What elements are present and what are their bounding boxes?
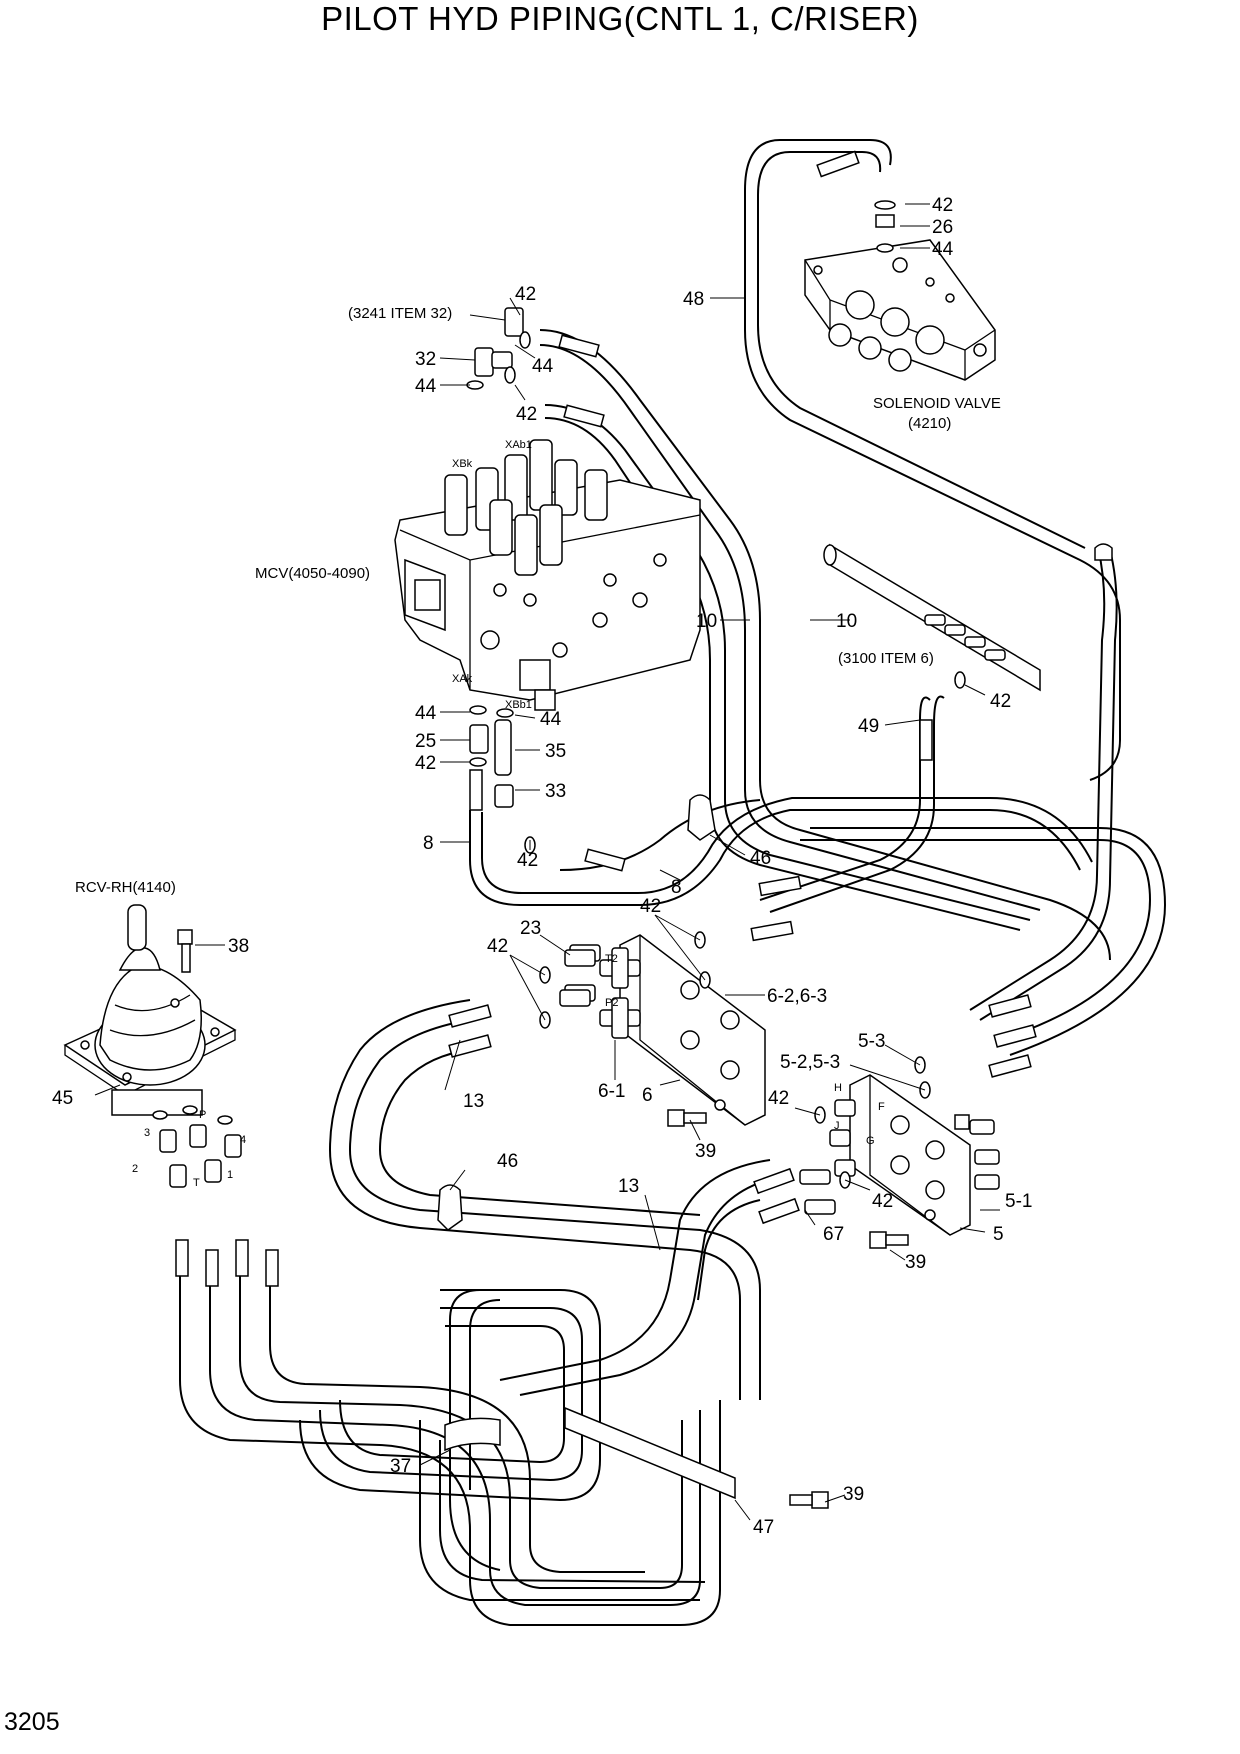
page-title: PILOT HYD PIPING(CNTL 1, C/RISER) [321,0,919,37]
misc-parts [152,307,1113,1509]
callout-46: 46 [497,1151,518,1172]
mcv-label: MCV(4050-4090) [255,565,370,582]
callout-45: 45 [52,1088,73,1109]
callout-8: 8 [423,833,434,854]
callout-13: 13 [618,1176,639,1197]
rcv-port-1: 1 [227,1169,233,1181]
rcv-port-t: T [193,1177,200,1189]
callout-42: 42 [516,404,537,425]
callout-38: 38 [228,936,249,957]
port-xab1: XAb1 [505,439,532,451]
callout-42: 42 [517,850,538,871]
solenoid-valve-label: SOLENOID VALVE [873,395,1001,412]
solenoid-top-fittings [874,200,896,253]
rcv-joystick [63,904,237,1116]
pressure-block-5 [829,1074,1000,1236]
callout-37: 37 [390,1456,411,1477]
component-labels: (3241 ITEM 32) SOLENOID VALVE (4210) MCV… [75,305,1001,896]
item-3100-label: (3100 ITEM 6) [838,650,934,667]
callout-42: 42 [768,1088,789,1109]
solenoid-valve-ref: (4210) [908,415,951,432]
page-number: 3205 [4,1708,60,1736]
part-callouts: 42 26 44 48 42 32 44 44 42 10 10 42 49 4… [52,195,1032,1538]
rcv-port-fittings [159,1124,242,1188]
callout-6-1: 6-1 [598,1081,625,1102]
callout-39: 39 [905,1252,926,1273]
rcv-port-2: 2 [132,1163,138,1175]
callout-32: 32 [415,349,436,370]
callout-39: 39 [695,1141,716,1162]
callout-10: 10 [696,611,717,632]
callout-5-3: 5-3 [858,1031,885,1052]
hose-fittings [175,150,1037,1287]
port-g: G [866,1135,875,1147]
callout-42: 42 [990,691,1011,712]
callout-35: 35 [545,741,566,762]
rcv-label: RCV-RH(4140) [75,879,176,896]
port-xbb1: XBb1 [505,699,532,711]
port-j: J [834,1120,840,1132]
item-3241-label: (3241 ITEM 32) [348,305,452,322]
port-t2: T2 [605,953,618,965]
port-xbk: XBk [452,458,473,470]
callout-26: 26 [932,217,953,238]
rcv-port-3: 3 [144,1127,150,1139]
callout-42: 42 [872,1191,893,1212]
callout-10: 10 [836,611,857,632]
callout-42: 42 [932,195,953,216]
port-f: F [878,1101,885,1113]
callout-46: 46 [750,848,771,869]
leader-lines [94,203,1000,1521]
callout-39: 39 [843,1484,864,1505]
callout-42: 42 [515,284,536,305]
callout-44: 44 [932,239,954,260]
callout-5-2-5-3: 5-2,5-3 [780,1052,840,1073]
callout-47: 47 [753,1517,774,1538]
port-labels: XBk XAb1 XAk XBb1 T2 P2 H F J G 3 P 4 2 … [132,439,885,1189]
rcv-port-p: P [199,1109,206,1121]
port-h: H [834,1082,842,1094]
callout-33: 33 [545,781,566,802]
callout-44: 44 [415,376,437,397]
mcv-block [394,439,701,711]
callout-42: 42 [487,936,508,957]
callout-42: 42 [415,753,436,774]
port-p2: P2 [605,997,618,1009]
callout-13: 13 [463,1091,484,1112]
callout-23: 23 [520,918,541,939]
callout-49: 49 [858,716,879,737]
callout-5: 5 [993,1224,1004,1245]
callout-42: 42 [640,896,661,917]
solenoid-valve [804,239,996,381]
callout-5-1: 5-1 [1005,1191,1032,1212]
hose-bundle [179,139,1167,1626]
rcv-bolt-38 [177,929,193,973]
port-xak: XAk [452,673,473,685]
callout-67: 67 [823,1224,844,1245]
callout-44: 44 [540,709,562,730]
callout-6-2-6-3: 6-2,6-3 [767,986,827,1007]
callout-25: 25 [415,731,436,752]
callout-8: 8 [671,877,682,898]
callout-44: 44 [415,703,437,724]
callout-48: 48 [683,289,704,310]
callout-44: 44 [532,356,554,377]
callout-6: 6 [642,1085,653,1106]
rcv-port-4: 4 [240,1134,246,1146]
